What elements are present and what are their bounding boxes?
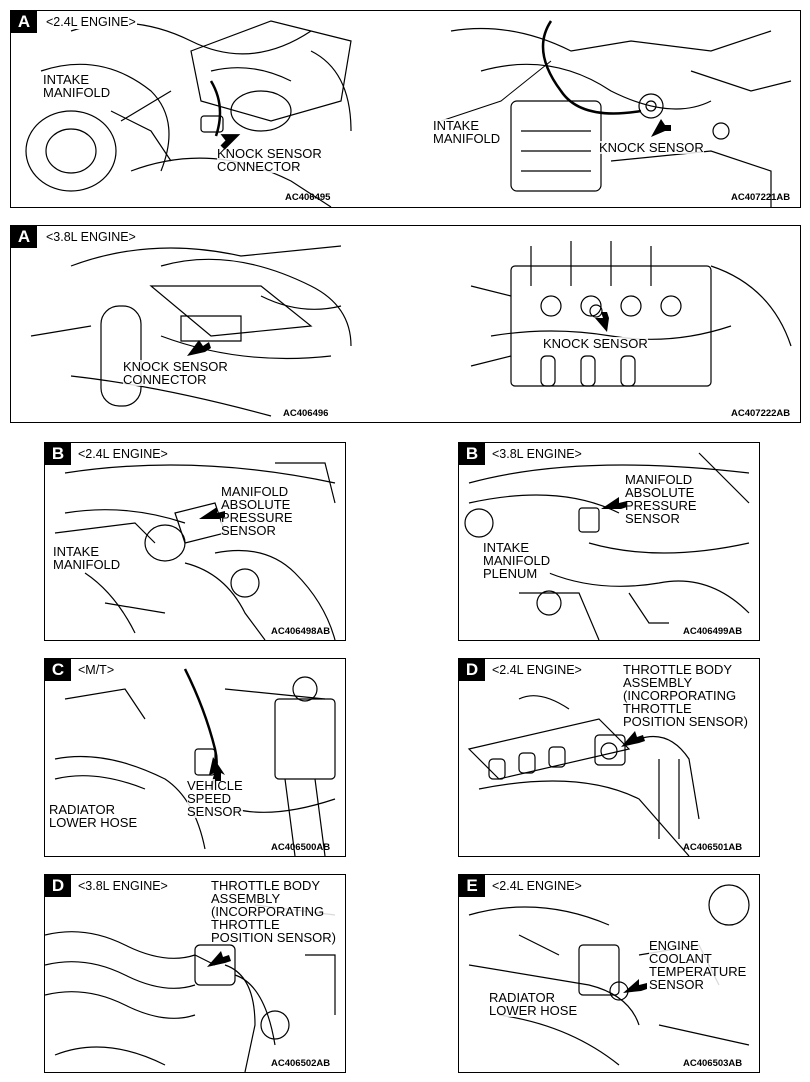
callout-intake-manifold: INTAKE MANIFOLD xyxy=(43,72,111,100)
panel-d-3-8l: D <3.8L ENGINE> THROTTLE BODY ASSEMBLY (… xyxy=(44,874,346,1073)
engine-label: <2.4L ENGINE> xyxy=(77,447,169,461)
panel-letter-badge: B xyxy=(45,443,71,465)
figure-code: AC406502AB xyxy=(271,1058,331,1069)
callout-coolant-temperature-sensor: ENGINE COOLANT TEMPERATURE SENSOR xyxy=(649,938,747,992)
figure-code: AC406503AB xyxy=(683,1058,743,1069)
engine-illustration xyxy=(30,241,792,417)
callout-knock-sensor: KNOCK SENSOR xyxy=(599,140,704,155)
engine-label: <2.4L ENGINE> xyxy=(491,879,583,893)
engine-label: <3.8L ENGINE> xyxy=(491,447,583,461)
panel-b-2-4l: B <2.4L ENGINE> MANIFOLD ABSOLUTE PRESSU… xyxy=(44,442,346,641)
engine-illustration xyxy=(25,20,792,207)
panel-letter-badge: D xyxy=(459,659,485,681)
figure-code: AC406500AB xyxy=(271,842,331,853)
engine-label: <3.8L ENGINE> xyxy=(77,879,169,893)
panel-e-2-4l: E <2.4L ENGINE> ENGINE COOLANT TEMPERATU… xyxy=(458,874,760,1073)
panel-b-3-8l: B <3.8L ENGINE> MANIFOLD ABSOLUTE PRESSU… xyxy=(458,442,760,641)
panel-d-2-4l: D <2.4L ENGINE> THROTTLE BODY ASSEMBLY (… xyxy=(458,658,760,857)
engine-illustration xyxy=(54,462,336,640)
figure-code: AC406495 xyxy=(285,192,331,203)
callout-throttle-body-assembly: THROTTLE BODY ASSEMBLY (INCORPORATING TH… xyxy=(211,878,336,945)
panel-letter-badge: A xyxy=(11,11,37,33)
callout-intake-manifold: INTAKE MANIFOLD xyxy=(53,544,121,572)
figure-code: AC406496 xyxy=(283,408,329,419)
panel-letter-badge: E xyxy=(459,875,485,897)
engine-label: <3.8L ENGINE> xyxy=(45,230,137,244)
figure-code: AC406498AB xyxy=(271,626,331,637)
callout-throttle-body-assembly: THROTTLE BODY ASSEMBLY (INCORPORATING TH… xyxy=(623,662,748,729)
panel-c-mt: C <M/T> VEHICLE SPEED SENSOR RADIATOR LO… xyxy=(44,658,346,857)
callout-radiator-lower-hose: RADIATOR LOWER HOSE xyxy=(49,802,138,830)
engine-illustration xyxy=(467,695,700,856)
callout-knock-sensor: KNOCK SENSOR xyxy=(543,336,648,351)
panel-letter-badge: B xyxy=(459,443,485,465)
panel-a-2-4l: A <2.4L ENGINE> INTAKE MANIFOLD KNOCK SE… xyxy=(10,10,801,208)
callout-intake-manifold: INTAKE MANIFOLD xyxy=(433,118,501,146)
engine-illustration xyxy=(45,904,336,1072)
figure-code: AC407221AB xyxy=(731,192,791,203)
figure-code: AC407222AB xyxy=(731,408,791,419)
panel-letter-badge: D xyxy=(45,875,71,897)
callout-intake-manifold-plenum: INTAKE MANIFOLD PLENUM xyxy=(483,540,551,581)
panel-letter-badge: C xyxy=(45,659,71,681)
figure-code: AC406499AB xyxy=(683,626,743,637)
panel-a-3-8l: A <3.8L ENGINE> KNOCK SENSOR CONNECTOR A… xyxy=(10,225,801,423)
figure-code: AC406501AB xyxy=(683,842,743,853)
callout-knock-sensor-connector: KNOCK SENSOR CONNECTOR xyxy=(123,359,228,387)
engine-label: <M/T> xyxy=(77,663,116,677)
panel-letter-badge: A xyxy=(11,226,37,248)
callout-map-sensor: MANIFOLD ABSOLUTE PRESSURE SENSOR xyxy=(625,472,697,526)
callout-map-sensor: MANIFOLD ABSOLUTE PRESSURE SENSOR xyxy=(221,484,293,538)
callout-vehicle-speed-sensor: VEHICLE SPEED SENSOR xyxy=(187,778,243,819)
engine-label: <2.4L ENGINE> xyxy=(491,663,583,677)
callout-knock-sensor-connector: KNOCK SENSOR CONNECTOR xyxy=(217,146,322,174)
engine-label: <2.4L ENGINE> xyxy=(45,15,137,29)
callout-radiator-lower-hose: RADIATOR LOWER HOSE xyxy=(489,990,578,1018)
